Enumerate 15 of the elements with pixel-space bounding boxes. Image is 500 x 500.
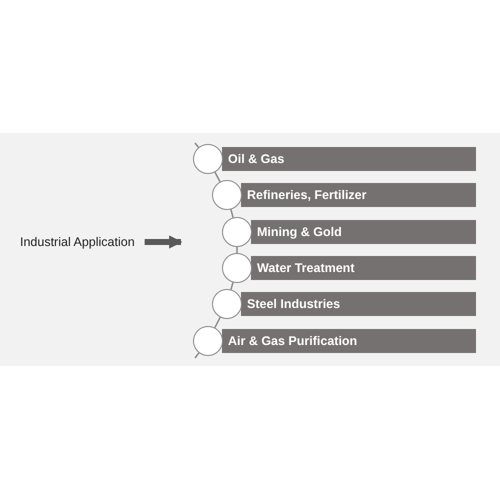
application-bar: Steel Industries bbox=[241, 292, 476, 316]
connector-line bbox=[194, 142, 200, 148]
connector-line bbox=[230, 209, 234, 218]
connector-line bbox=[236, 247, 238, 253]
application-bar: Oil & Gas bbox=[222, 147, 476, 171]
arrow bbox=[144, 235, 182, 249]
application-bar: Air & Gas Purification bbox=[222, 329, 476, 353]
category-label: Industrial Application bbox=[20, 234, 145, 250]
connector-line bbox=[230, 282, 234, 290]
application-bar: Refineries, Fertilizer bbox=[241, 183, 476, 207]
connector-line bbox=[194, 352, 200, 358]
connector-line bbox=[214, 317, 221, 328]
application-bar: Mining & Gold bbox=[251, 220, 476, 244]
connector-line bbox=[214, 172, 221, 182]
application-bar: Water Treatment bbox=[251, 256, 476, 280]
